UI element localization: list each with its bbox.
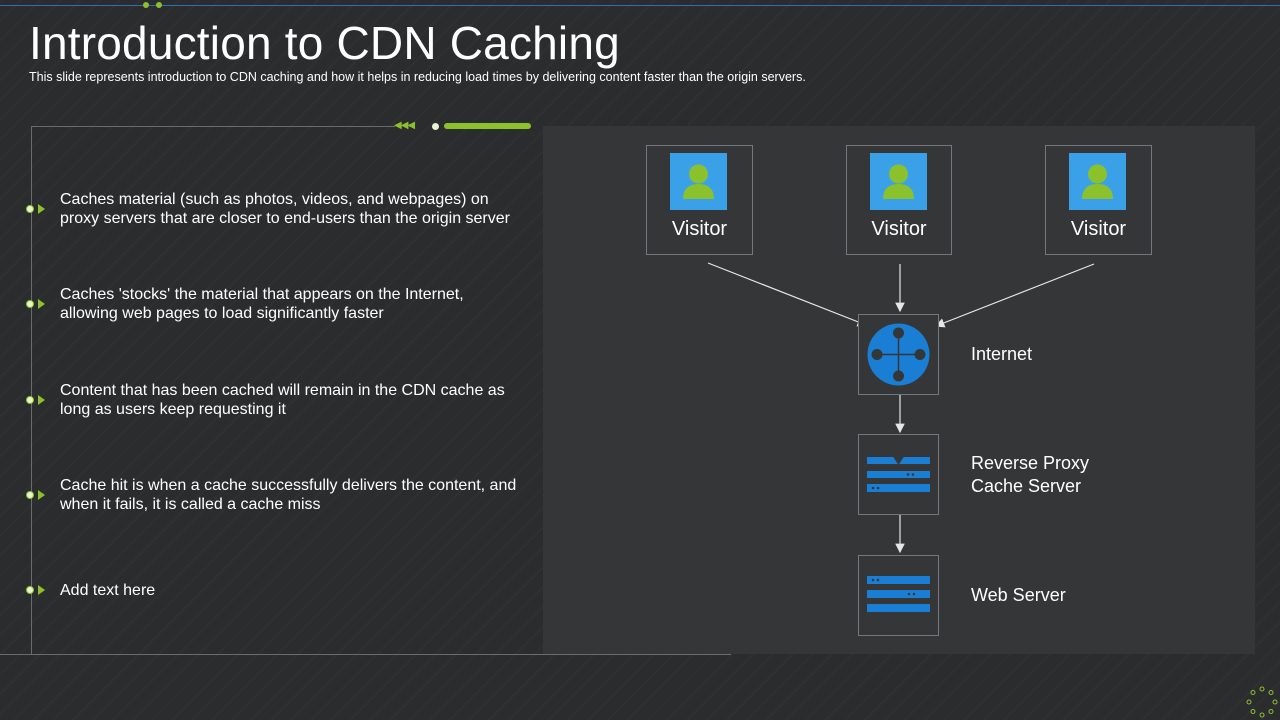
bullet-text: Cache hit is when a cache successfully d… [60, 477, 517, 513]
arrow-visitor1-internet [707, 262, 868, 327]
visitor-box: Visitor [1045, 145, 1152, 255]
visitor-box: Visitor [846, 145, 952, 255]
top-accent-dot [143, 2, 149, 8]
person-icon [670, 153, 727, 210]
webserver-node [858, 555, 939, 636]
frame-line [31, 126, 395, 127]
globe-network-icon [867, 323, 930, 386]
top-accent-dot [156, 2, 162, 8]
bullet-text: Add text here [60, 582, 156, 599]
webserver-label: Web Server [971, 585, 1066, 605]
dotted-ring-icon [1246, 686, 1278, 718]
visitor-label: Visitor [871, 218, 927, 240]
visitor-label: Visitor [671, 218, 728, 240]
decor-dot [432, 123, 439, 130]
decor-bar [444, 123, 531, 129]
bullet-text: Caches 'stocks' the material that appear… [60, 286, 464, 322]
internet-node [858, 314, 939, 395]
proxy-server-icon [867, 455, 930, 492]
proxy-label-line2: Cache Server [971, 476, 1082, 496]
chevrons-left-icon: ◀◀◀ [394, 120, 415, 131]
internet-label: Internet [971, 344, 1033, 364]
frame-line [0, 654, 731, 655]
arrow-visitor3-internet [934, 263, 1095, 328]
bullet-text: Caches material (such as photos, videos,… [60, 191, 510, 227]
slide-subtitle: This slide represents introduction to CD… [29, 70, 806, 84]
person-icon [1069, 153, 1126, 210]
proxy-node [858, 434, 939, 515]
person-icon [870, 153, 927, 210]
proxy-label: Reverse Proxy Cache Server [971, 452, 1089, 498]
slide-title: Introduction to CDN Caching [29, 17, 620, 69]
visitor-label: Visitor [1070, 218, 1127, 240]
bullet-text: Content that has been cached will remain… [60, 382, 505, 418]
top-accent-line [0, 5, 1280, 6]
frame-line [31, 126, 32, 654]
visitor-box: Visitor [646, 145, 753, 255]
proxy-label-line1: Reverse Proxy [971, 453, 1090, 473]
web-server-icon [867, 576, 930, 612]
